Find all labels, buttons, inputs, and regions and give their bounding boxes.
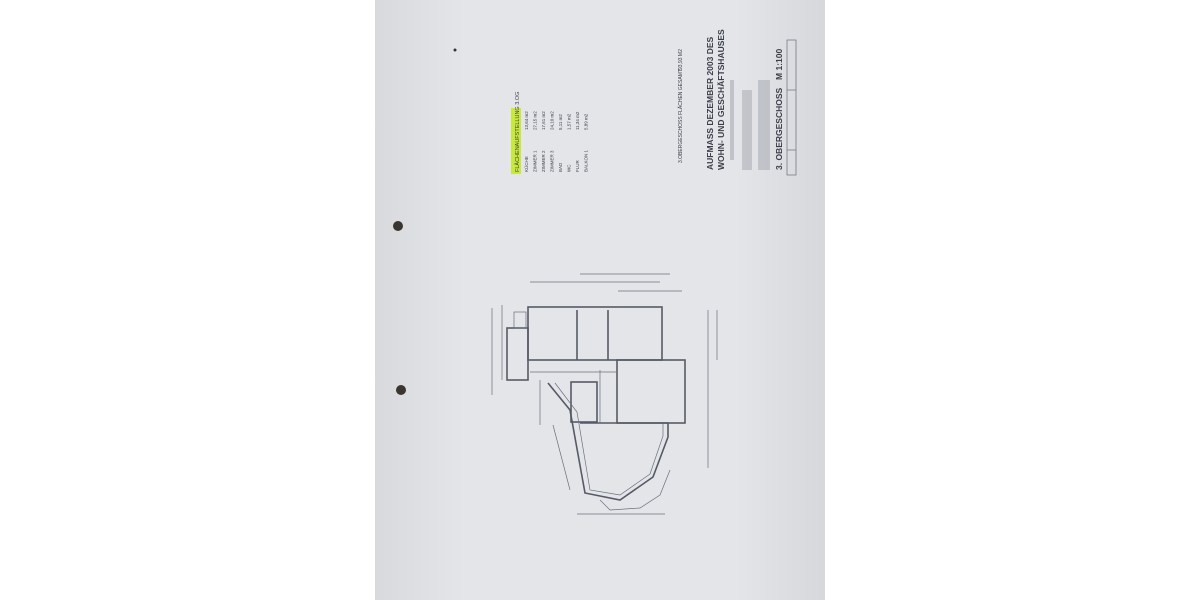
- stamp-box: [786, 39, 797, 176]
- title-block: 3.OBERGESCHOSS FLÄCHEN GESAMT 93,93 M2 A…: [677, 29, 797, 176]
- area-table-row: ZIMMER 1 27,15 m2: [533, 111, 538, 172]
- title-line-2: WOHN- UND GESCHÄFTSHAUSES: [716, 29, 726, 170]
- punch-hole: [393, 221, 403, 231]
- area-table: FLÄCHENAUFSTELLUNG 3.OG KÜCHE 13,64 m2 ZIM…: [511, 92, 589, 174]
- area-table-header: FLÄCHENAUFSTELLUNG 3.OG: [514, 92, 521, 172]
- total-area-label: 3.OBERGESCHOSS FLÄCHEN GESAMT: [677, 69, 684, 163]
- area-table-row: BAD 5,11 m2: [558, 114, 563, 172]
- room-area: 24,10 m2: [550, 111, 555, 130]
- area-table-row: FLUR 11,34 m2: [575, 111, 580, 172]
- room-area: 27,15 m2: [533, 111, 538, 130]
- room-name: ZIMMER 2: [541, 150, 546, 172]
- room-name: ZIMMER 1: [533, 150, 538, 172]
- area-table-row: ZIMMER 2 17,61 m2: [541, 111, 546, 172]
- area-table-row: KÜCHE 13,64 m2: [523, 111, 529, 172]
- room-name: ZIMMER 3: [550, 150, 555, 172]
- scale-label: M 1:100: [774, 49, 784, 80]
- area-table-row: BALKON 1 5,89 m2: [584, 113, 589, 172]
- title-line-1: AUFMASS DEZEMBER 2003 DES: [705, 36, 715, 170]
- room-area: 1,57 m2: [567, 113, 572, 130]
- room-area: 13,64 m2: [524, 111, 529, 130]
- area-table-row: WC 1,57 m2: [567, 113, 572, 172]
- total-area-value: 93,93 M2: [678, 49, 684, 70]
- room-name: BAD: [558, 162, 563, 172]
- area-table-row: ZIMMER 3 24,10 m2: [550, 111, 555, 172]
- room-area: 5,11 m2: [558, 114, 563, 130]
- room-name: FLUR: [575, 159, 580, 172]
- room-name: WC: [567, 164, 572, 172]
- punch-hole: [396, 385, 406, 395]
- room-area: 5,89 m2: [584, 113, 589, 130]
- room-name: KÜCHE: [523, 156, 529, 172]
- floor-label: 3. OBERGESCHOSS: [774, 87, 784, 170]
- room-area: 17,61 m2: [541, 111, 546, 130]
- room-name: BALKON 1: [584, 149, 589, 172]
- floor-plan: [491, 273, 718, 515]
- room-area: 11,34 m2: [575, 111, 580, 130]
- header-highlight: [511, 108, 521, 174]
